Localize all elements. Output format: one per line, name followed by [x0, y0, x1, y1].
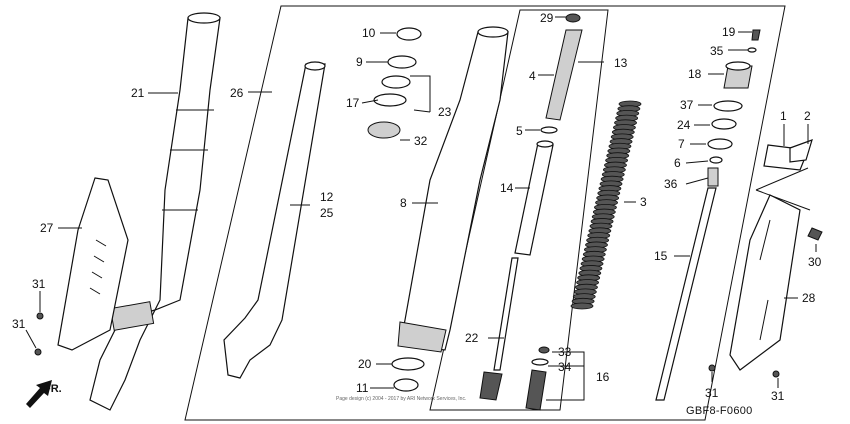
ring-5: [540, 126, 558, 134]
callout-36: 36: [664, 177, 678, 191]
nut-36: [707, 167, 719, 187]
ring-37: [713, 100, 743, 112]
part-33: [538, 346, 550, 354]
assembly-panel-outline: [184, 5, 786, 421]
callout-3: 3: [640, 195, 647, 209]
callout-2: 2: [804, 109, 811, 123]
fork-inner-tube: [397, 26, 509, 353]
callout-19: 19: [722, 25, 736, 39]
seal-stack: [367, 27, 422, 139]
callout-30: 30: [808, 255, 822, 269]
callout-34: 34: [558, 360, 572, 374]
bolt-31-a: [36, 312, 44, 320]
diagram-code: GBF8-F0600: [686, 405, 753, 417]
ring-24: [711, 118, 737, 130]
callout-29: 29: [540, 11, 554, 25]
callout-17: 17: [346, 96, 360, 110]
callout-9: 9: [356, 55, 363, 69]
callout-7: 7: [678, 137, 685, 151]
part-16: [525, 369, 547, 411]
callout-6: 6: [674, 156, 681, 170]
callout-11: 11: [356, 381, 369, 395]
callout-5: 5: [516, 124, 523, 138]
callout-16: 16: [596, 370, 610, 384]
bolt-19: [751, 29, 761, 41]
callout-21: 21: [131, 86, 145, 100]
washer-35: [747, 47, 757, 53]
callout-35: 35: [710, 44, 724, 58]
callout-26: 26: [230, 86, 244, 100]
ring-11: [393, 378, 419, 392]
callout-37: 37: [680, 98, 694, 112]
callout-12: 12: [320, 190, 334, 204]
ring-7: [707, 138, 733, 150]
fork-spring: [570, 100, 642, 310]
fork-protector-right: [729, 194, 801, 371]
callout-31-b: 31: [12, 317, 26, 331]
callout-10: 10: [362, 26, 376, 40]
bolt-31-d: [772, 370, 780, 378]
callout-labels: 10 9 17 23 32 26 21 12 25 27 31 31 8 20 …: [12, 11, 822, 403]
rod-22: [479, 257, 519, 401]
watermark: Page design (c) 2004 - 2017 by ARI Netwo…: [336, 396, 466, 402]
cap-18-top: [725, 61, 751, 71]
rod-15: [655, 187, 717, 401]
callout-33: 33: [558, 345, 572, 359]
direction-label: FR.: [44, 383, 62, 395]
bolt-30: [807, 227, 823, 241]
cap-29: [565, 13, 581, 23]
callout-31-d: 31: [771, 389, 785, 403]
callout-31-c: 31: [705, 386, 719, 400]
spring-coil: [570, 302, 594, 310]
fork-protector-left: [57, 177, 129, 351]
callout-4: 4: [529, 69, 536, 83]
callout-13: 13: [614, 56, 628, 70]
bolt-31-c: [708, 364, 716, 372]
fork-slider: [223, 61, 326, 379]
callout-27: 27: [40, 221, 54, 235]
ring-6: [709, 156, 723, 164]
callout-8: 8: [400, 196, 407, 210]
callout-28: 28: [802, 291, 816, 305]
callout-24: 24: [677, 118, 691, 132]
callout-15: 15: [654, 249, 668, 263]
callout-1: 1: [780, 109, 787, 123]
bolt-31-b: [34, 348, 42, 356]
callout-22: 22: [465, 331, 479, 345]
fork-clamp: [763, 139, 813, 171]
front-direction-arrow-icon: [26, 380, 52, 408]
part-34: [531, 358, 549, 366]
callout-23: 23: [438, 105, 452, 119]
callout-18: 18: [688, 67, 702, 81]
ring-20: [391, 357, 425, 371]
callout-20: 20: [358, 357, 372, 371]
callout-14: 14: [500, 181, 514, 195]
sleeve-4: [545, 29, 583, 121]
damper-rod-14: [514, 142, 554, 256]
callout-32: 32: [414, 134, 428, 148]
callout-25: 25: [320, 206, 334, 220]
leader-lines: [25, 16, 817, 401]
callout-31-a: 31: [32, 277, 46, 291]
damper-rod-top: [536, 140, 554, 148]
